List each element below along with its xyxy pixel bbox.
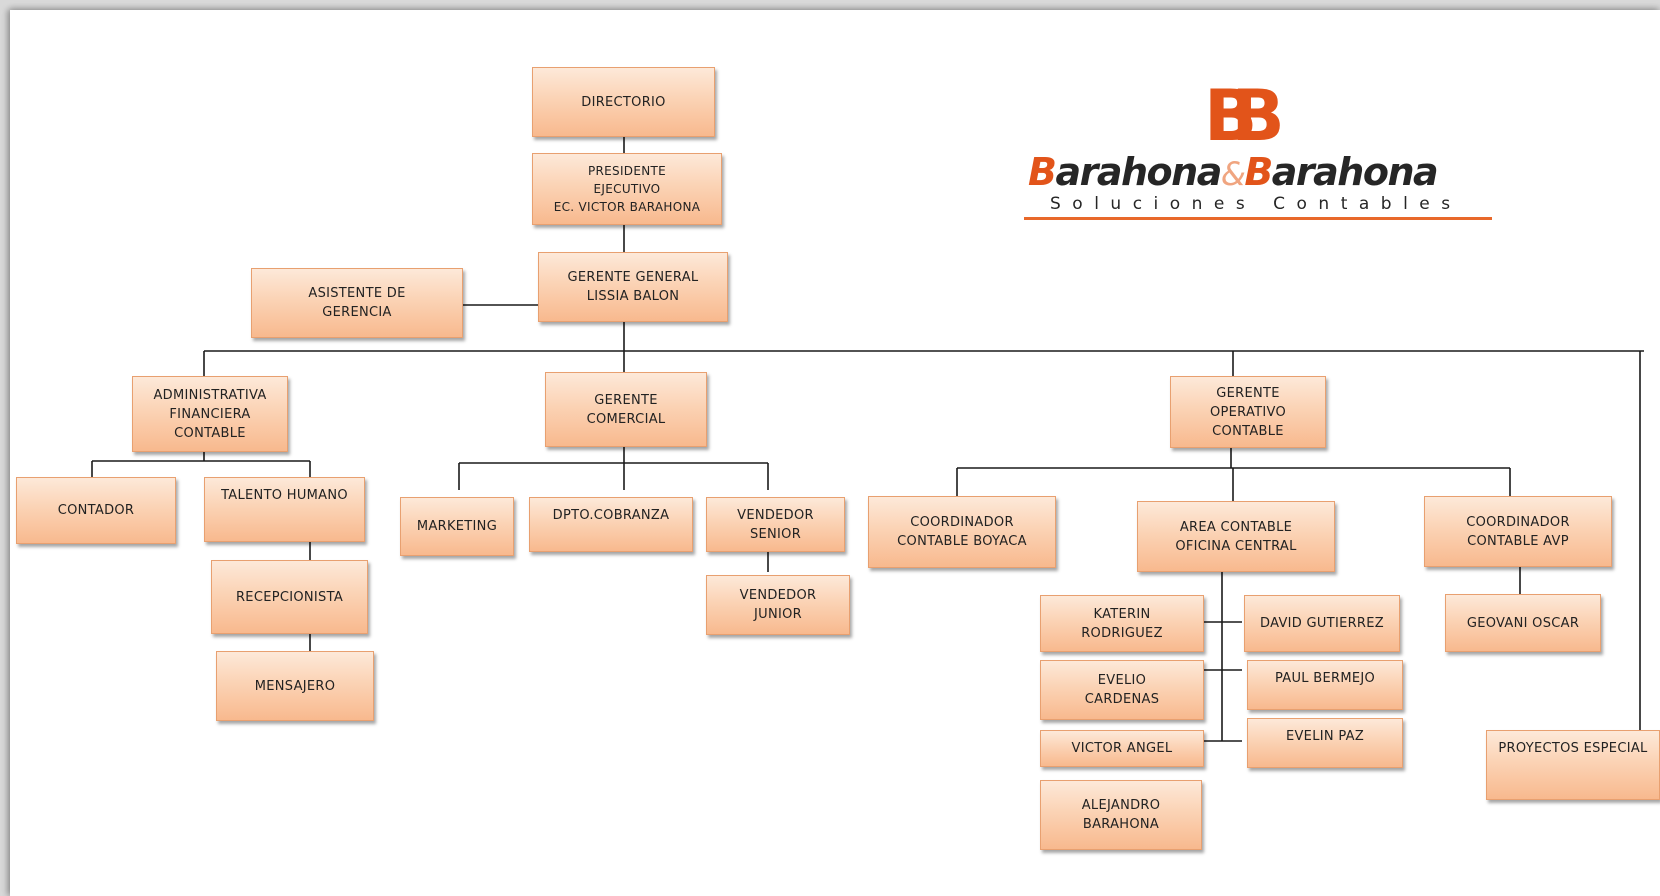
gerente-comercial-box: GERENTE COMERCIAL	[545, 372, 707, 447]
dpto-cobranza-box: DPTO.COBRANZA	[529, 497, 693, 552]
area-contable-box: AREA CONTABLE OFICINA CENTRAL	[1137, 501, 1335, 572]
company-logo: BB Barahona&Barahona Soluciones Contable…	[1020, 75, 1500, 222]
david-gutierrez-box: DAVID GUTIERREZ	[1244, 595, 1400, 652]
logo-underline	[1024, 217, 1492, 220]
mensajero-box: MENSAJERO	[216, 651, 374, 721]
talento-humano-box: TALENTO HUMANO	[204, 477, 365, 542]
victor-angel-box: VICTOR ANGEL	[1040, 730, 1204, 767]
presidente-ejecutivo-box: PRESIDENTE EJECUTIVO EC. VICTOR BARAHONA	[532, 153, 722, 225]
gerente-operativo-box: GERENTE OPERATIVO CONTABLE	[1170, 376, 1326, 448]
proyectos-especial-box: PROYECTOS ESPECIAL	[1486, 730, 1660, 800]
gerente-general-box: GERENTE GENERAL LISSIA BALON	[538, 252, 728, 322]
logo-ampersand: &	[1220, 155, 1246, 193]
evelin-paz-box: EVELIN PAZ	[1247, 718, 1403, 768]
katerin-rodriguez-box: KATERIN RODRIGUEZ	[1040, 595, 1204, 652]
contador-box: CONTADOR	[16, 477, 176, 544]
paul-bermejo-box: PAUL BERMEJO	[1247, 660, 1403, 710]
vendedor-senior-box: VENDEDOR SENIOR	[706, 497, 845, 552]
geovani-oscar-box: GEOVANI OSCAR	[1445, 594, 1601, 652]
logo-wordmark: Barahona&Barahona	[1028, 150, 1439, 194]
recepcionista-box: RECEPCIONISTA	[211, 560, 368, 634]
logo-subtitle: Soluciones Contables	[1050, 194, 1462, 214]
coordinador-boyaca-box: COORDINADOR CONTABLE BOYACA	[868, 496, 1056, 568]
asistente-gerencia-box: ASISTENTE DE GERENCIA	[251, 268, 463, 338]
logo-name-part1: arahona	[1055, 150, 1222, 194]
administrativa-financiera-box: ADMINISTRATIVA FINANCIERA CONTABLE	[132, 376, 288, 452]
vendedor-junior-box: VENDEDOR JUNIOR	[706, 575, 850, 635]
bb-monogram-icon: BB	[1204, 75, 1285, 157]
logo-name-part2: arahona	[1271, 150, 1439, 194]
directorio-box: DIRECTORIO	[532, 67, 715, 137]
evelio-cardenas-box: EVELIO CARDENAS	[1040, 660, 1204, 720]
coordinador-avp-box: COORDINADOR CONTABLE AVP	[1424, 496, 1612, 567]
alejandro-barahona-box: ALEJANDRO BARAHONA	[1040, 780, 1202, 850]
marketing-box: MARKETING	[400, 497, 514, 556]
